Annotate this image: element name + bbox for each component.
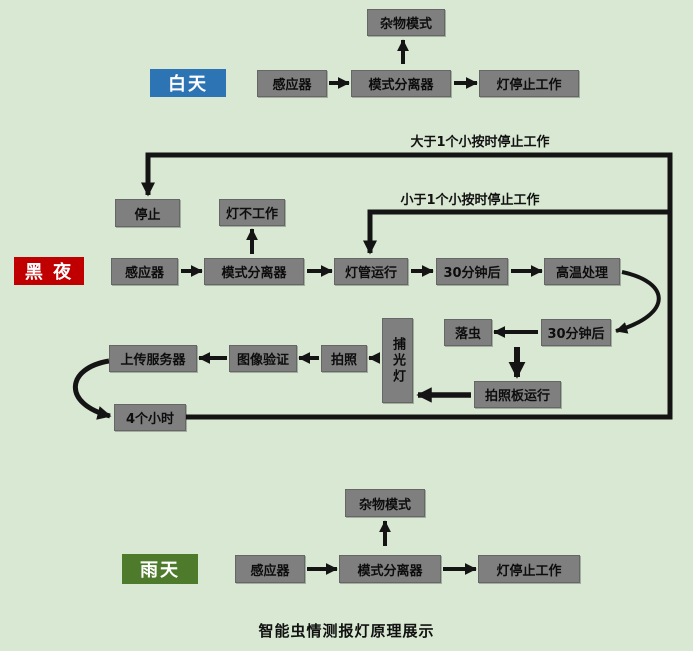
arrow-night-hightemp-to-30min2 xyxy=(615,270,661,334)
node-night-image-verify: 图像验证 xyxy=(229,345,297,372)
node-night-upload-server: 上传服务器 xyxy=(109,345,197,372)
diagram-caption: 智能虫情测报灯原理展示 xyxy=(258,622,435,640)
annotation-gt-one-hour: 大于1个小按时停止工作 xyxy=(410,135,550,150)
node-rain-lamp-stop: 灯停止工作 xyxy=(478,555,580,583)
night-section-label: 黑 夜 xyxy=(14,257,84,285)
node-night-after-30min-1: 30分钟后 xyxy=(436,258,508,285)
node-night-lamp-run: 灯管运行 xyxy=(334,258,408,285)
node-night-after-30min-2: 30分钟后 xyxy=(541,319,611,346)
node-rain-mode-separator: 模式分离器 xyxy=(339,555,441,583)
node-night-lamp-off: 灯不工作 xyxy=(219,199,285,226)
node-rain-debris-mode: 杂物模式 xyxy=(345,489,425,517)
node-night-mode-separator: 模式分离器 xyxy=(204,258,304,285)
day-section-label: 白天 xyxy=(150,69,226,97)
node-day-lamp-stop: 灯停止工作 xyxy=(479,70,579,97)
node-night-photo-board: 拍照板运行 xyxy=(474,381,561,408)
node-night-insect-fall: 落虫 xyxy=(444,319,492,346)
node-night-trap-lamp: 捕光灯 xyxy=(382,318,413,403)
arrow-night-loop-lt1h-to-lamprun xyxy=(362,209,670,255)
node-day-mode-separator: 模式分离器 xyxy=(351,70,451,97)
rain-section-label: 雨天 xyxy=(122,554,198,584)
node-night-high-temp: 高温处理 xyxy=(544,258,620,285)
annotation-lt-one-hour: 小于1个小按时停止工作 xyxy=(400,193,540,208)
node-day-sensor: 感应器 xyxy=(257,70,327,97)
node-day-debris-mode: 杂物模式 xyxy=(367,9,445,36)
node-night-photo: 拍照 xyxy=(321,345,367,372)
node-night-sensor: 感应器 xyxy=(111,258,178,285)
node-night-four-hours: 4个小时 xyxy=(114,404,186,431)
node-night-stop: 停止 xyxy=(115,199,180,227)
node-rain-sensor: 感应器 xyxy=(235,555,305,583)
arrow-night-upload-to-4hours xyxy=(72,358,112,420)
